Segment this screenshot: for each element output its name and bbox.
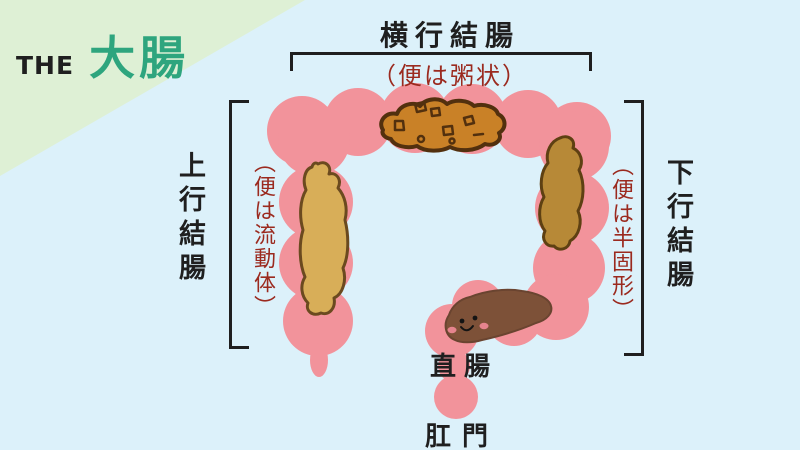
poop-cheek-right [479,322,489,330]
page-title: THE 大腸 [16,22,189,88]
descending-colon-label: 下行結腸 [662,158,693,294]
transverse-stool [379,97,507,153]
ascending-colon-bracket [229,100,249,349]
poop-body [444,288,553,344]
transverse-colon-bracket [290,52,592,71]
poop-smile [460,325,474,332]
title-main: 大腸 [89,31,190,85]
rectum-label: 直腸 [430,352,499,382]
ascending-stool [298,161,350,316]
title-prefix: THE [16,51,75,80]
anus-label: 肛門 [425,422,500,450]
poop-character [444,288,553,344]
poop-cheek-left [447,326,457,334]
transverse-colon-label: 横行結腸 [379,19,520,52]
descending-stool [538,135,585,251]
descending-colon-bracket [624,100,644,356]
appendix [310,343,328,377]
transverse-stool-note: （便は粥状） [372,62,528,90]
descending-stool-note: （便は半固形） [608,154,633,322]
poop-face [447,315,489,334]
poop-eye-left [459,318,465,324]
poop-eye-right [472,315,478,321]
ascending-colon-label: 上行結腸 [174,151,205,287]
ascending-stool-note: （便は流動体） [250,151,275,319]
